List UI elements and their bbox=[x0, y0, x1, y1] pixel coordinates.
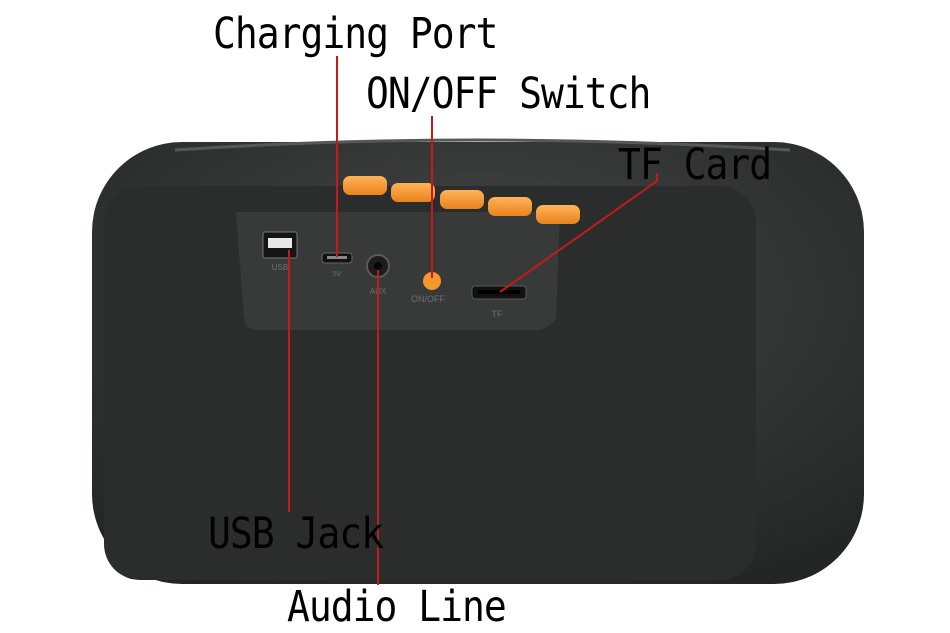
usb-marking: USB bbox=[272, 263, 288, 272]
tf-marking: TF bbox=[492, 309, 503, 319]
on-off-switch-label: ON/OFF Switch bbox=[366, 68, 651, 118]
charging-port-label: Charging Port bbox=[213, 8, 498, 58]
tf-card-label: TF Card bbox=[618, 139, 772, 189]
leader-tf-card bbox=[499, 173, 658, 293]
top-button-1 bbox=[343, 176, 387, 195]
top-button-4 bbox=[488, 197, 532, 216]
tf-card-slot bbox=[471, 285, 527, 300]
aux-port bbox=[366, 254, 390, 278]
top-button-5 bbox=[536, 205, 580, 224]
usb-port bbox=[262, 231, 298, 259]
top-edge bbox=[174, 138, 791, 152]
top-button-2 bbox=[391, 183, 435, 202]
top-button-3 bbox=[440, 190, 484, 209]
usb-jack-label: USB Jack bbox=[208, 508, 384, 558]
port-panel bbox=[236, 212, 560, 330]
micro-usb-marking: 5V bbox=[333, 271, 342, 278]
power-switch-button bbox=[423, 272, 441, 290]
on-off-marking: ON/OFF bbox=[411, 294, 445, 304]
audio-line-label: Audio Line bbox=[287, 581, 507, 631]
